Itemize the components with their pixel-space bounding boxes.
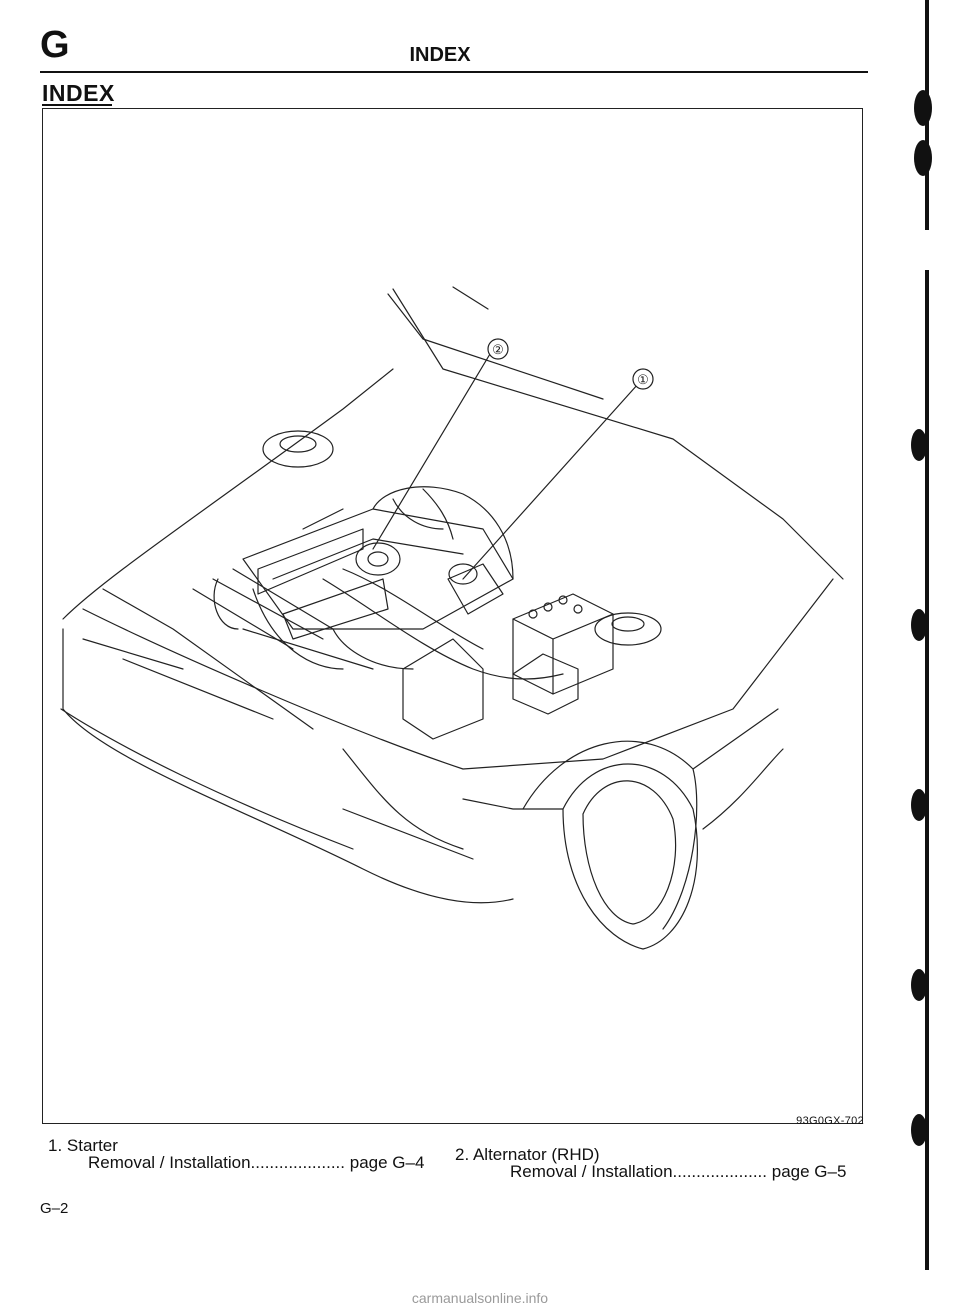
reference-action: Removal / Installation [510, 1162, 673, 1181]
reference-action: Removal / Installation [88, 1153, 251, 1172]
page-header-title: INDEX [409, 44, 471, 66]
callout-2: ② [492, 343, 504, 358]
header-rule [40, 71, 868, 73]
reference-leader: .................... [672, 1162, 767, 1181]
section-letter: G [40, 24, 70, 66]
reference-leader: .................... [250, 1153, 345, 1172]
heading-underline [42, 104, 112, 106]
index-item-starter-title: 1. Starter [48, 1136, 118, 1155]
callout-1: ① [637, 373, 649, 388]
figure-code: 93G0GX-702 [796, 1115, 864, 1127]
watermark: carmanualsonline.info [411, 1290, 549, 1306]
page-reference-link: page G–4 [349, 1153, 425, 1172]
index-item-starter-reference: Removal / Installation..................… [88, 1153, 424, 1173]
page-reference-link: page G–5 [771, 1162, 847, 1181]
engine-bay-illustration: ② ① [60, 286, 844, 950]
page-number: G–2 [40, 1200, 69, 1217]
section-heading: INDEX [42, 80, 115, 106]
index-item-alternator-reference: Removal / Installation..................… [510, 1162, 846, 1182]
index-item-alternator-title: 2. Alternator (RHD) [455, 1145, 600, 1164]
binder-edge-marks [911, 0, 932, 1270]
figure-frame: ② ① [42, 108, 863, 1124]
